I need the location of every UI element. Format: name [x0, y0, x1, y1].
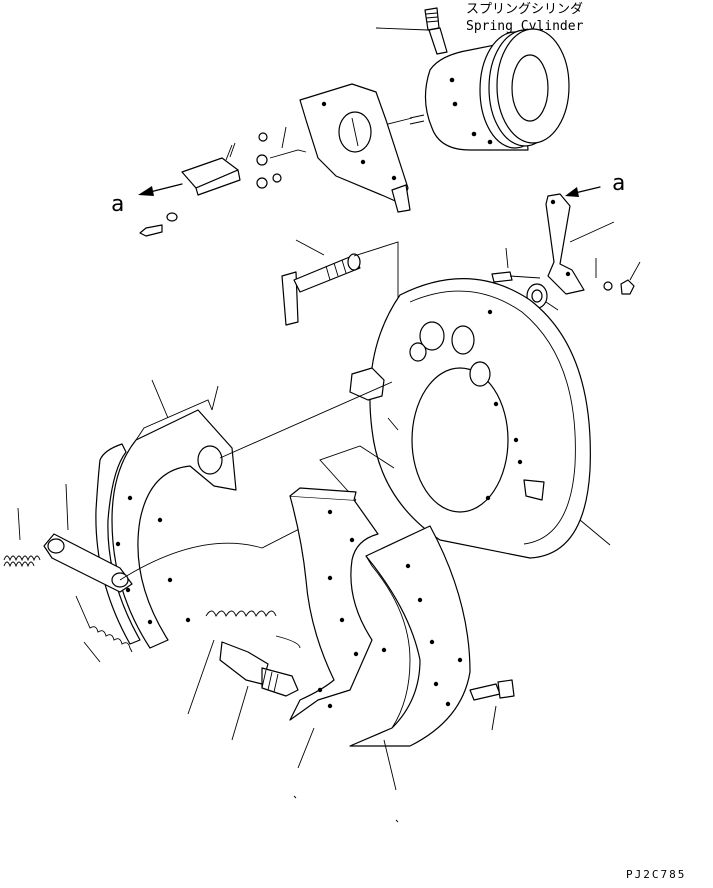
- clevis-link: [181, 126, 307, 196]
- spring-cylinder-label-jp: スプリングシリンダ: [466, 2, 583, 17]
- link-plate: [43, 533, 133, 593]
- drawing-code: PJ2C785: [626, 868, 686, 881]
- bolt-left: [139, 212, 178, 237]
- spring-cylinder-label-en: Spring Cylinder: [466, 19, 584, 34]
- return-spring-left: [3, 555, 41, 568]
- arrow-left-icon: [138, 183, 183, 196]
- brake-shoe-lower: [349, 525, 471, 747]
- adjuster-spring: [205, 610, 301, 649]
- brake-backing-plate: [349, 278, 591, 559]
- brake-shoe-upper: [95, 399, 237, 649]
- spring-cylinder: [409, 7, 570, 151]
- bolt-lower-right: [469, 679, 515, 701]
- return-spring-lower: [75, 595, 133, 653]
- arrow-a-label-right: a: [612, 171, 625, 196]
- arrow-right-icon: [565, 186, 601, 197]
- mounting-bracket: [299, 83, 411, 213]
- brake-shoe-middle: [289, 487, 379, 721]
- brake-adjuster: [219, 641, 299, 697]
- arrow-a-label-left: a: [111, 192, 124, 217]
- brake-camshaft: [281, 253, 361, 326]
